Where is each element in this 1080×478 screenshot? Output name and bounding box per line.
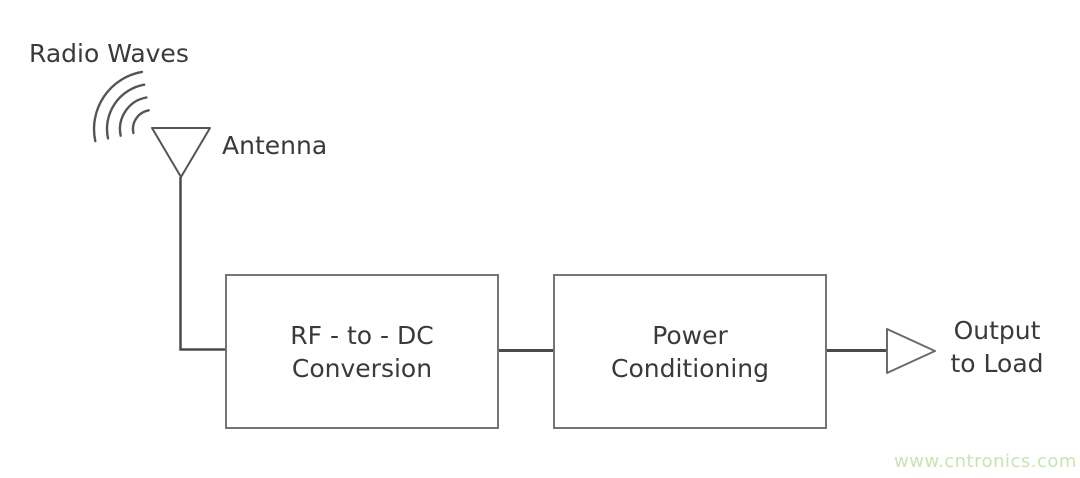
radio-waves-icon: [92, 70, 150, 143]
block-power-line2: Conditioning: [611, 353, 769, 383]
radio-waves-label: Radio Waves: [29, 39, 189, 68]
block-rf-to-dc-conversion: RF - to - DC Conversion: [225, 274, 499, 429]
output-label-line2: to Load: [950, 349, 1044, 378]
block-rf-to-dc-line2: Conversion: [291, 353, 433, 383]
block-rf-to-dc-line1: RF - to - DC: [290, 320, 434, 350]
antenna-label: Antenna: [222, 131, 328, 160]
block-power-line1: Power: [652, 320, 728, 350]
output-label: Output to Load: [931, 314, 1063, 380]
watermark: www.cntronics.com: [894, 451, 1077, 472]
antenna-icon: [151, 127, 211, 178]
output-label-line1: Output: [953, 316, 1041, 345]
antenna-feed-line: [179, 177, 228, 351]
block-power-conditioning: Power Conditioning: [553, 274, 827, 429]
output-arrow-icon: [886, 328, 936, 374]
